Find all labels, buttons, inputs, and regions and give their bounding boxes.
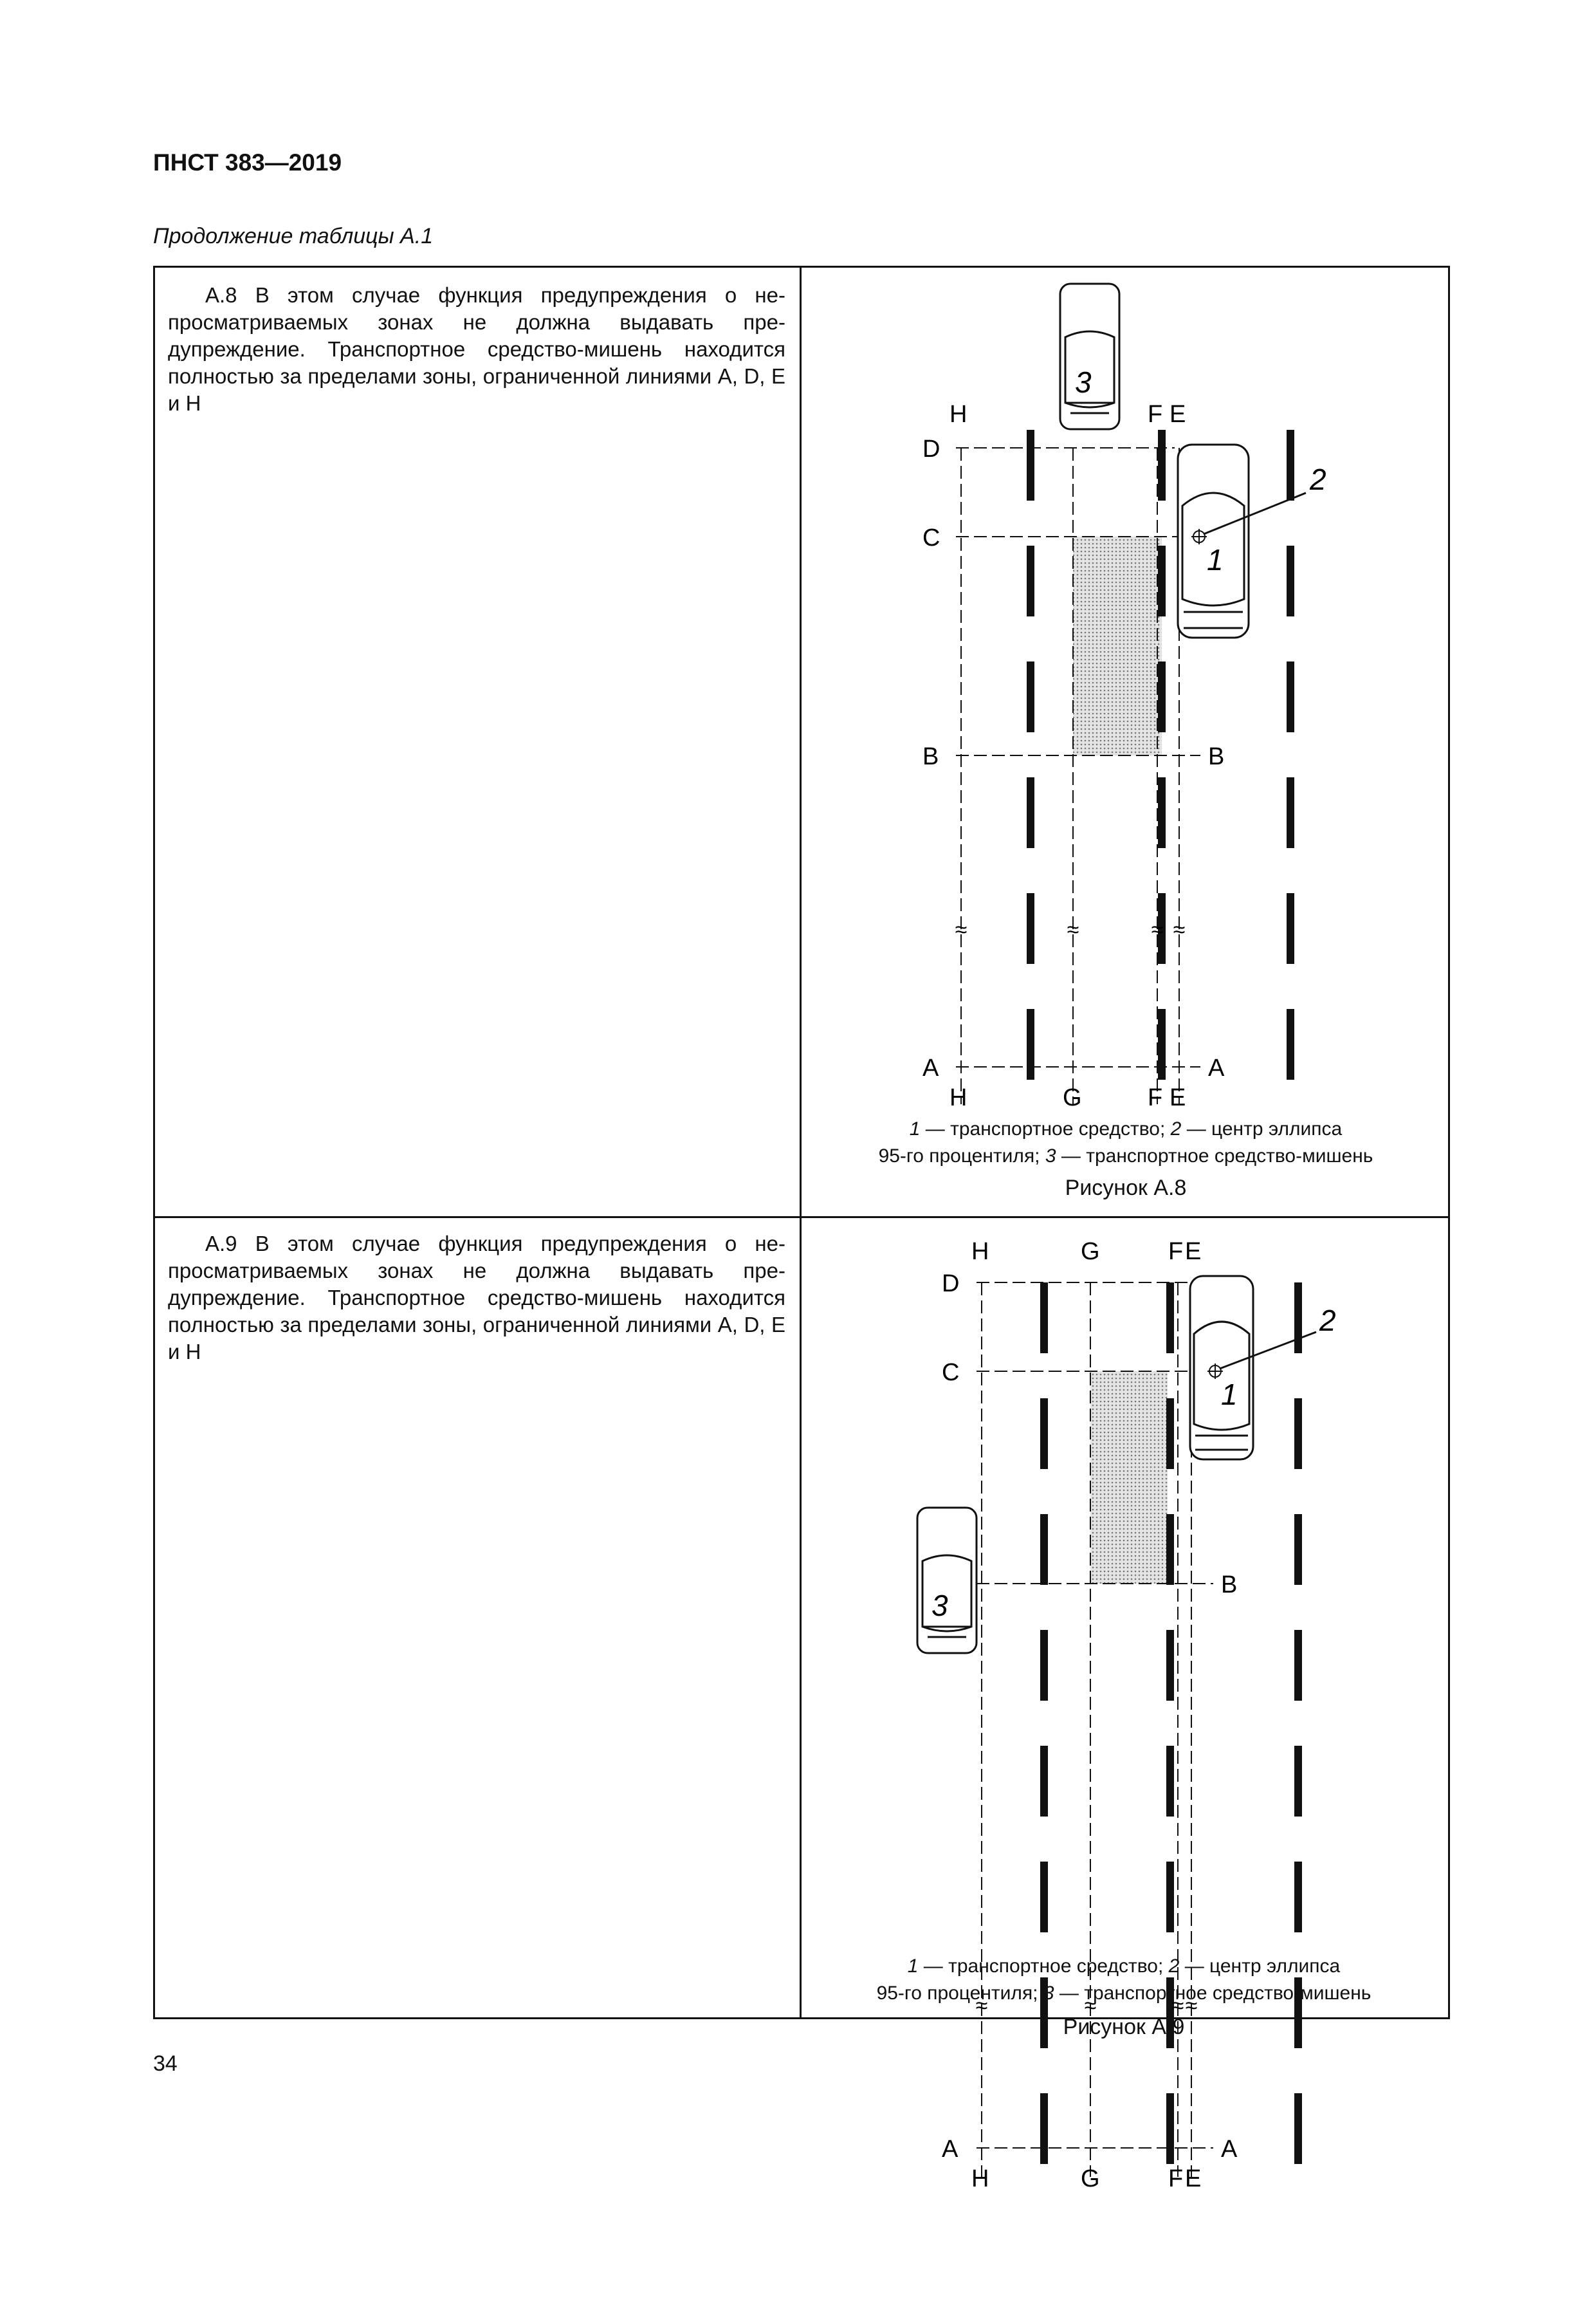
row-a9-text: А.9 В этом случае функция предупреждения… <box>168 1232 785 1364</box>
target-vehicle <box>1059 282 1121 430</box>
figure-a9-legend: 1 — транспортное средство; 2 — центр элл… <box>876 1956 1371 2004</box>
subject-vehicle <box>1177 443 1250 639</box>
break-mark: ≈ <box>1172 1993 1184 2018</box>
row-a8-text: А.8 В этом случае функция предупреждения… <box>168 283 785 415</box>
figure-a9-legend-block: 1 — транспортное средство; 2 — центр элл… <box>800 1953 1448 2040</box>
label-2: 2 <box>1309 463 1326 496</box>
figure-a8-legend: 1 — транспортное средство; 2 — центр элл… <box>878 1118 1373 1167</box>
document-code: ПНСТ 383—2019 <box>153 149 342 176</box>
label-c: C <box>942 1359 959 1386</box>
label-f-bottom: F <box>1148 1084 1162 1111</box>
break-mark: ≈ <box>1085 1993 1097 2018</box>
label-h-bottom: H <box>949 1084 967 1111</box>
label-f-top: F <box>1148 401 1162 428</box>
label-a-right: A <box>1208 1055 1225 1082</box>
label-2: 2 <box>1319 1304 1336 1337</box>
leader-2 <box>1219 1331 1317 1370</box>
figure-a9-diagram: ≈ ≈ ≈ ≈ 3 1 <box>916 1238 1336 2192</box>
figure-a8: ≈ ≈ ≈ ≈ 3 1 <box>802 268 1450 1216</box>
page-number: 34 <box>153 2051 178 2076</box>
label-b-right: B <box>1221 1571 1237 1598</box>
figure-a8-diagram: ≈ ≈ ≈ ≈ 3 1 <box>922 282 1326 1111</box>
label-d: D <box>922 436 940 463</box>
label-g-bottom: G <box>1081 2165 1100 2192</box>
label-e-top: E <box>1169 401 1186 428</box>
label-1: 1 <box>1221 1378 1238 1411</box>
break-mark: ≈ <box>1186 1993 1198 2018</box>
label-b-left: B <box>922 743 939 770</box>
label-1: 1 <box>1207 543 1224 577</box>
break-mark: ≈ <box>976 1993 988 2018</box>
label-g-top: G <box>1081 1238 1100 1265</box>
label-3: 3 <box>1075 365 1092 399</box>
label-g-bottom: G <box>1063 1084 1082 1111</box>
break-mark: ≈ <box>1173 918 1186 942</box>
label-3: 3 <box>931 1589 948 1622</box>
label-f-top: F <box>1168 1238 1183 1265</box>
figure-a9: ≈ ≈ ≈ ≈ 3 1 <box>802 1218 1450 2192</box>
leader-2 <box>1203 492 1307 535</box>
figure-a8-caption: Рисунок А.8 <box>1065 1176 1187 1200</box>
table-continuation-caption: Продолжение таблицы А.1 <box>153 224 434 248</box>
label-h-top: H <box>971 1238 989 1265</box>
label-e-top: E <box>1185 1238 1201 1265</box>
label-h-top: H <box>949 401 967 428</box>
label-a-left: A <box>942 2136 959 2163</box>
row-divider <box>155 1216 1448 1218</box>
label-c: C <box>922 524 940 551</box>
break-mark: ≈ <box>1151 918 1164 942</box>
label-e-bottom: E <box>1185 2165 1201 2192</box>
table-a1: А.8 В этом случае функция предупреждения… <box>153 266 1450 2192</box>
label-d: D <box>942 1270 959 1297</box>
label-b-right: B <box>1208 743 1224 770</box>
label-e-bottom: E <box>1169 1084 1186 1111</box>
label-a-right: A <box>1221 2136 1238 2163</box>
figure-a9-caption: Рисунок А.9 <box>1063 2015 1185 2039</box>
label-a-left: A <box>922 1055 939 1082</box>
break-mark: ≈ <box>955 918 968 942</box>
column-divider <box>800 268 802 2017</box>
blind-zone <box>1090 1371 1168 1584</box>
break-mark: ≈ <box>1067 918 1079 942</box>
blind-zone <box>1073 537 1162 755</box>
label-h-bottom: H <box>971 2165 989 2192</box>
target-vehicle <box>916 1506 978 1654</box>
label-f-bottom: F <box>1168 2165 1183 2192</box>
